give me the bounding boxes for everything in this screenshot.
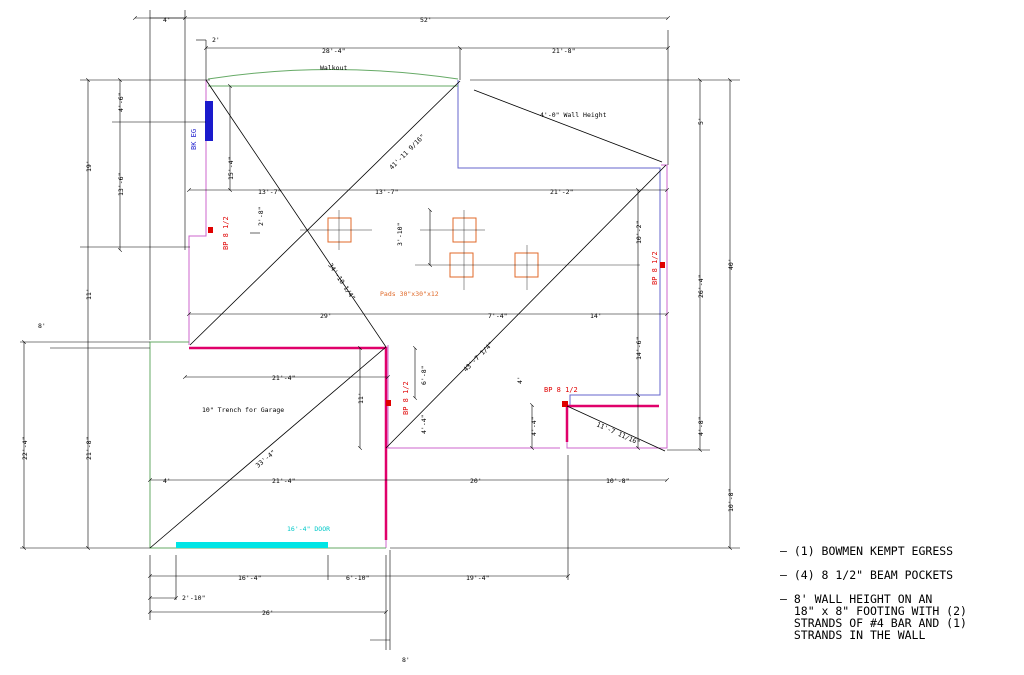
beam-pocket-markers <box>208 227 665 407</box>
beam-pocket-label: BP 8 1/2 <box>544 386 578 394</box>
bottom-dim: 16'-4" <box>238 574 261 582</box>
left-dim: 21'-8" <box>85 437 93 460</box>
egress-window <box>205 101 213 141</box>
bottom-dim: 26' <box>262 609 274 617</box>
diagonal-dim: 34'-10 1/4" <box>326 262 357 302</box>
drawing-labels: Walkout 4'-0" Wall Height BK EG Pads 30"… <box>21 16 735 664</box>
top-dim: 2' <box>212 36 220 44</box>
left-dim: 13'-6" <box>117 173 125 196</box>
bottom-dim: 2'-10" <box>182 594 205 602</box>
pad-centerlines <box>300 210 640 290</box>
footing-pads <box>327 217 539 278</box>
right-dim: 40' <box>727 258 735 270</box>
right-dim: 26'-4" <box>697 275 705 298</box>
top-dim: 4' <box>163 16 171 24</box>
right-dim: 5' <box>697 117 705 125</box>
misc-dim: 4' <box>516 376 524 384</box>
diagonal-dim: 33'-4" <box>254 448 277 469</box>
note-item: – (4) 8 1/2" BEAM POCKETS <box>780 568 954 582</box>
garage-outline <box>149 341 386 549</box>
left-dim: 19' <box>85 160 93 172</box>
walkout-wall <box>207 69 459 87</box>
diagonal-dim: 43'-7 1/4" <box>462 340 495 373</box>
misc-dim: 4'-4" <box>420 414 428 434</box>
top-dim: 52' <box>420 16 432 24</box>
misc-dim: 4'-4" <box>530 416 538 436</box>
trench-label: 10" Trench for Garage <box>202 406 284 414</box>
note-item: – 8' WALL HEIGHT ON AN 18" x 8" FOOTING … <box>780 592 967 642</box>
misc-dim: 11' <box>357 392 365 404</box>
interior-dim: 21'-4" <box>272 374 295 382</box>
interior-dim: 13'-7" <box>375 188 398 196</box>
left-dim: 2'-8" <box>257 206 265 226</box>
top-dim: 28'-4" <box>322 47 345 55</box>
bottom-dim: 8' <box>402 656 410 664</box>
beam-pocket-label: BP 8 1/2 <box>651 251 659 285</box>
left-dim: 22'-4" <box>21 437 29 460</box>
right-dim: 10'-8" <box>727 489 735 512</box>
right-dim: 10'-2" <box>635 221 643 244</box>
interior-dim: 14' <box>590 312 602 320</box>
egress-label: BK EG <box>190 129 198 150</box>
bottom-dim: 19'-4" <box>466 574 489 582</box>
inner-knee-wall <box>457 80 661 405</box>
interior-dim: 13'-7" <box>258 188 281 196</box>
beam-pocket-label: BP 8 1/2 <box>222 216 230 250</box>
misc-dim: 3'-10" <box>396 223 404 246</box>
dimension-lines <box>20 10 740 650</box>
diagonal-dim: 11'-7 11/16" <box>595 421 641 447</box>
garage-door <box>176 542 328 548</box>
left-dim: 8' <box>38 322 46 330</box>
diagonal-measure-lines <box>149 79 667 549</box>
interior-dim: 10'-8" <box>606 477 629 485</box>
bottom-dim: 6'-10" <box>346 574 369 582</box>
interior-dim: 7'-4" <box>488 312 508 320</box>
door-label: 16'-4" DOOR <box>287 525 330 533</box>
wall-height-label: 4'-0" Wall Height <box>540 111 607 119</box>
right-dim: 14'-6" <box>635 337 643 360</box>
interior-dim: 21'-4" <box>272 477 295 485</box>
left-dim: 11' <box>85 288 93 300</box>
interior-dim: 21'-2" <box>550 188 573 196</box>
misc-dim: 6'-8" <box>420 365 428 385</box>
walkout-label: Walkout <box>320 64 347 72</box>
interior-dim: 4' <box>163 477 171 485</box>
beam-pocket-label: BP 8 1/2 <box>402 381 410 415</box>
interior-dim: 20' <box>470 477 482 485</box>
pads-label: Pads 30"x30"x12 <box>380 290 439 298</box>
note-item: – (1) BOWMEN KEMPT EGRESS <box>780 544 954 558</box>
left-dim: 4'-6" <box>117 92 125 112</box>
diagonal-dim: 41'-11 9/16" <box>388 133 427 172</box>
right-dim: 4'-8" <box>697 416 705 436</box>
notes-list: – (1) BOWMEN KEMPT EGRESS – (4) 8 1/2" B… <box>780 545 1020 653</box>
interior-dim: 29' <box>320 312 332 320</box>
top-dim: 21'-8" <box>552 47 575 55</box>
left-dim: 15'-4" <box>227 157 235 180</box>
